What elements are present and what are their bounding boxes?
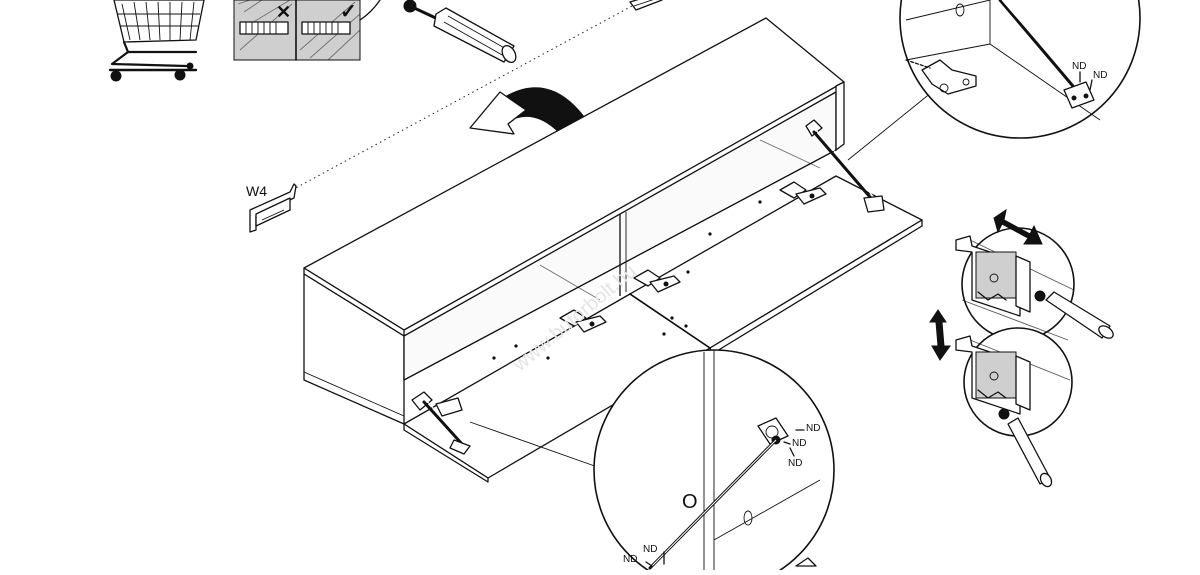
gas-strut-right bbox=[805, 119, 885, 213]
detail-circle-hinge-adjust-vertical bbox=[955, 327, 1073, 488]
hinge bbox=[779, 181, 827, 205]
fastener-label: ND bbox=[643, 544, 657, 555]
screw-hole-dots bbox=[492, 200, 762, 360]
detail-circle-strut-top: ND ND bbox=[899, 0, 1141, 139]
wrong-mark: ✕ bbox=[276, 2, 291, 22]
bracket-label: W4 bbox=[246, 183, 267, 199]
detail-circle-strut-bottom: O ND ND ND ND ND bbox=[593, 349, 835, 575]
detail-leader bbox=[847, 91, 933, 161]
hinge bbox=[559, 309, 607, 333]
correct-mark: ✓ bbox=[340, 1, 357, 23]
fastener-label: ND bbox=[792, 438, 806, 449]
wall-bracket-w4: W4 bbox=[246, 183, 297, 233]
wall-plug-comparison: ✕ ✓ bbox=[233, 0, 381, 61]
fastener-label: ND bbox=[1093, 70, 1107, 81]
flap-doors bbox=[403, 175, 923, 483]
detail-leader bbox=[469, 421, 607, 471]
fastener-label: ND bbox=[1072, 61, 1086, 72]
fastener-label: ND bbox=[806, 423, 820, 434]
gas-strut-left bbox=[411, 391, 471, 455]
double-arrow-icon bbox=[929, 309, 951, 361]
tv-cabinet bbox=[303, 17, 845, 425]
shopping-cart-icon bbox=[108, 0, 205, 82]
fastener-label: ND bbox=[623, 554, 637, 565]
screwdriver-icon bbox=[403, 0, 517, 64]
circle-marker-label: O bbox=[682, 491, 698, 513]
detail-circle-hinge-adjust-horizontal bbox=[955, 227, 1114, 341]
wall-bracket-top bbox=[629, 0, 663, 11]
hinge bbox=[633, 269, 681, 293]
fastener-label: ND bbox=[788, 458, 802, 469]
double-arrow-icon bbox=[993, 208, 1043, 245]
